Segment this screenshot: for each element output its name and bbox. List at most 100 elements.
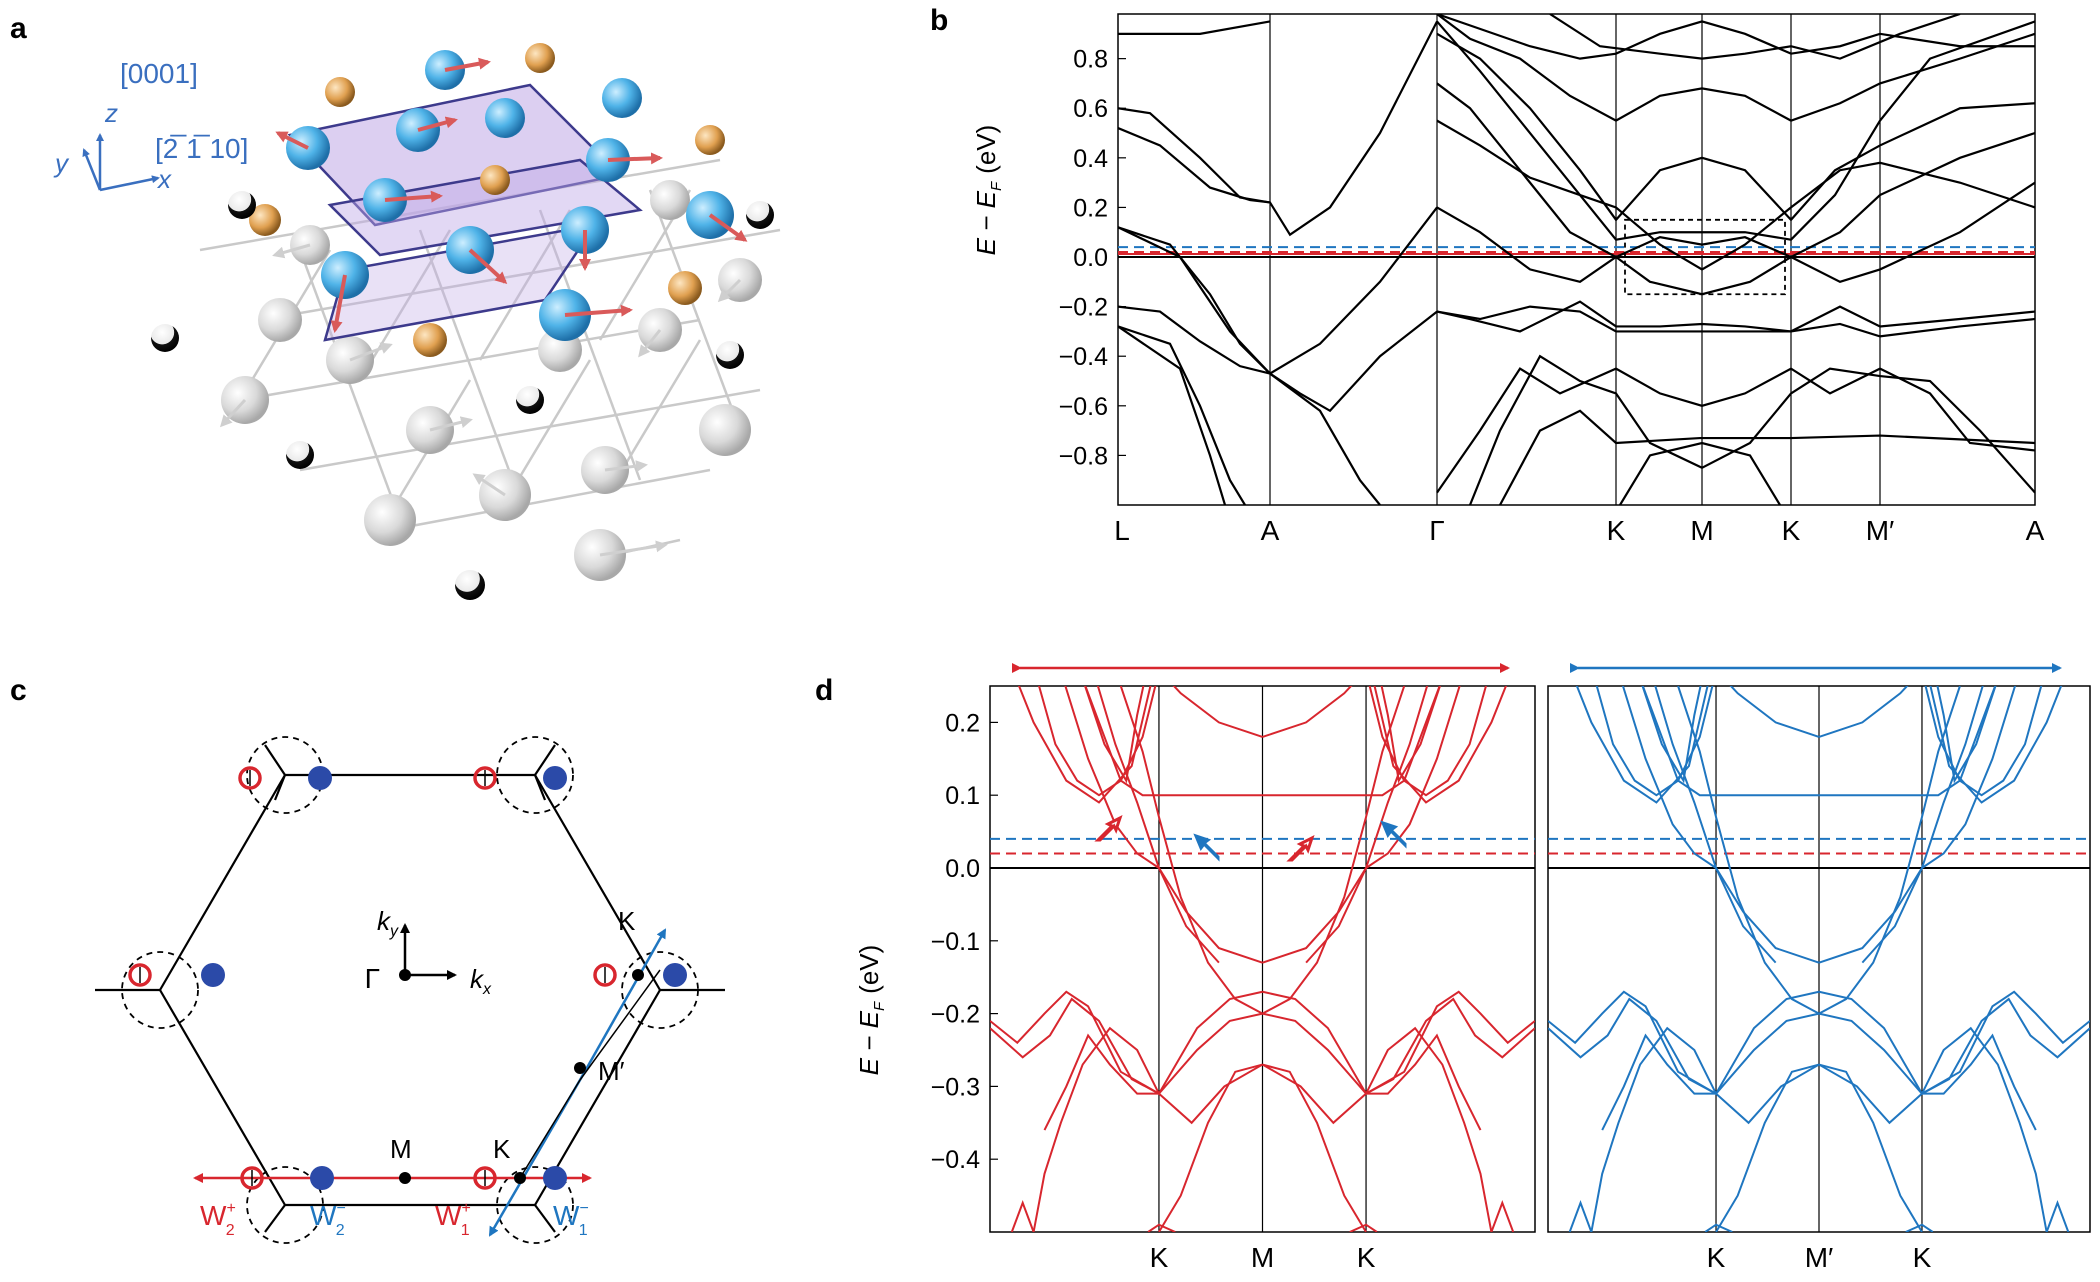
small-atoms	[151, 191, 774, 600]
band-line	[1729, 686, 1820, 738]
band-line	[1436, 20, 2035, 241]
panel-label-c: c	[10, 674, 27, 707]
band-line	[1548, 990, 1820, 1096]
band-b-ylabel: E − EF(eV)	[971, 125, 1005, 256]
band-line	[1118, 325, 1227, 505]
k-tick-label: M′	[1866, 515, 1895, 546]
band-line	[1677, 686, 1820, 1015]
band-line	[1818, 686, 1909, 738]
band-line	[1818, 1026, 2048, 1232]
k-tick-label: A	[2026, 515, 2045, 546]
band-b-frame	[1117, 13, 2036, 506]
m-prime-label: M′	[598, 1056, 625, 1086]
band-line	[1118, 127, 1271, 204]
crystal-structure-illustration: z y x [0001] [2̅ 1̅ 10]	[53, 43, 781, 600]
band-line	[1118, 325, 1246, 505]
weyl-w2-plus: W+2	[200, 1200, 236, 1239]
band-line	[1436, 119, 2035, 271]
blue-atoms	[286, 50, 734, 341]
band-line	[1262, 686, 1406, 1015]
k-tick-label: K	[1707, 1242, 1726, 1273]
band-line	[1704, 1223, 1733, 1232]
band-line	[990, 997, 1263, 1095]
band-line	[1468, 354, 2035, 505]
band-line	[1017, 686, 1152, 804]
gray-spins	[219, 243, 742, 557]
band-line	[1905, 1223, 1934, 1232]
y-tick-label: −0.4	[931, 1146, 980, 1174]
band-line	[1641, 686, 1702, 784]
y-tick-label: −0.1	[931, 928, 980, 956]
band-line	[1595, 686, 1714, 797]
band-line	[1380, 686, 1441, 784]
band-line	[1064, 686, 1263, 964]
k-tick-label: K	[1607, 515, 1626, 546]
band-line	[1819, 686, 1997, 797]
band-line	[1619, 441, 1781, 505]
band-line	[1032, 1026, 1263, 1232]
orange-atoms	[249, 43, 725, 357]
band-line	[1818, 686, 2017, 964]
band-line	[1262, 990, 1535, 1096]
y-tick-label: 0.2	[945, 709, 980, 737]
band-line	[1921, 1033, 2037, 1131]
band-line	[1096, 686, 1220, 964]
band-line	[1038, 686, 1157, 797]
band-line	[1601, 1033, 1717, 1131]
band-line	[1436, 305, 2035, 338]
band-line	[1490, 1200, 1515, 1232]
band-line	[1118, 20, 1438, 237]
k-point-bottom	[514, 1172, 526, 1184]
k-tick-label: Γ	[1429, 515, 1444, 546]
band-line	[1118, 305, 1271, 375]
m-label: M	[390, 1134, 412, 1164]
axis-triad	[82, 133, 160, 192]
band-line	[1262, 997, 1535, 1095]
y-tick-label: 0.0	[1073, 244, 1108, 272]
band-line	[1621, 686, 1820, 964]
m-point	[399, 1172, 411, 1184]
band-line	[1818, 1063, 1923, 1232]
y-tick-label: 0.6	[1073, 95, 1108, 123]
band-line	[1262, 686, 1461, 964]
y-tick-label: −0.8	[1059, 442, 1108, 470]
black-k-path	[579, 969, 661, 1081]
y-tick-label: −0.3	[931, 1073, 980, 1101]
gray-atoms	[221, 180, 762, 581]
k-tick-label: A	[1261, 515, 1280, 546]
axis-y-label: y	[53, 148, 70, 178]
band-line	[1436, 300, 2035, 333]
band-line	[1861, 686, 1984, 964]
k-tick-label: K	[1150, 1242, 1169, 1273]
band-line	[1568, 1200, 1593, 1232]
band-line	[1575, 686, 1709, 804]
band-line	[1818, 686, 1961, 1015]
weyl-pointer-arrows	[1094, 815, 1407, 862]
weyl-w1-plus: W+1	[435, 1200, 471, 1239]
k-tick-label: K	[1782, 515, 1801, 546]
k-label-bottom: K	[493, 1134, 511, 1164]
band-line	[1499, 409, 2035, 505]
band-line	[1368, 686, 1487, 797]
y-tick-label: −0.6	[1059, 393, 1108, 421]
band-line	[1641, 686, 1819, 797]
band-line	[1366, 1033, 1482, 1131]
panel-label-b: b	[930, 4, 948, 37]
band-line	[1548, 997, 1820, 1095]
band-line	[1590, 1026, 1820, 1232]
band-line	[1549, 14, 1961, 60]
k-tick-label: M′	[1805, 1242, 1834, 1273]
panel-label-d: d	[815, 674, 833, 707]
band-line	[1436, 32, 2035, 222]
axis-z-label: z	[104, 98, 118, 128]
y-tick-label: −0.2	[1059, 294, 1108, 322]
direction-2110-label: [2̅ 1̅ 10]	[155, 133, 248, 164]
band-line	[1305, 686, 1429, 964]
y-tick-label: 0.1	[945, 782, 980, 810]
band-line	[1172, 686, 1263, 738]
axis-x-label: x	[156, 164, 172, 194]
band-line	[1119, 686, 1263, 1015]
k-point-right	[632, 969, 644, 981]
